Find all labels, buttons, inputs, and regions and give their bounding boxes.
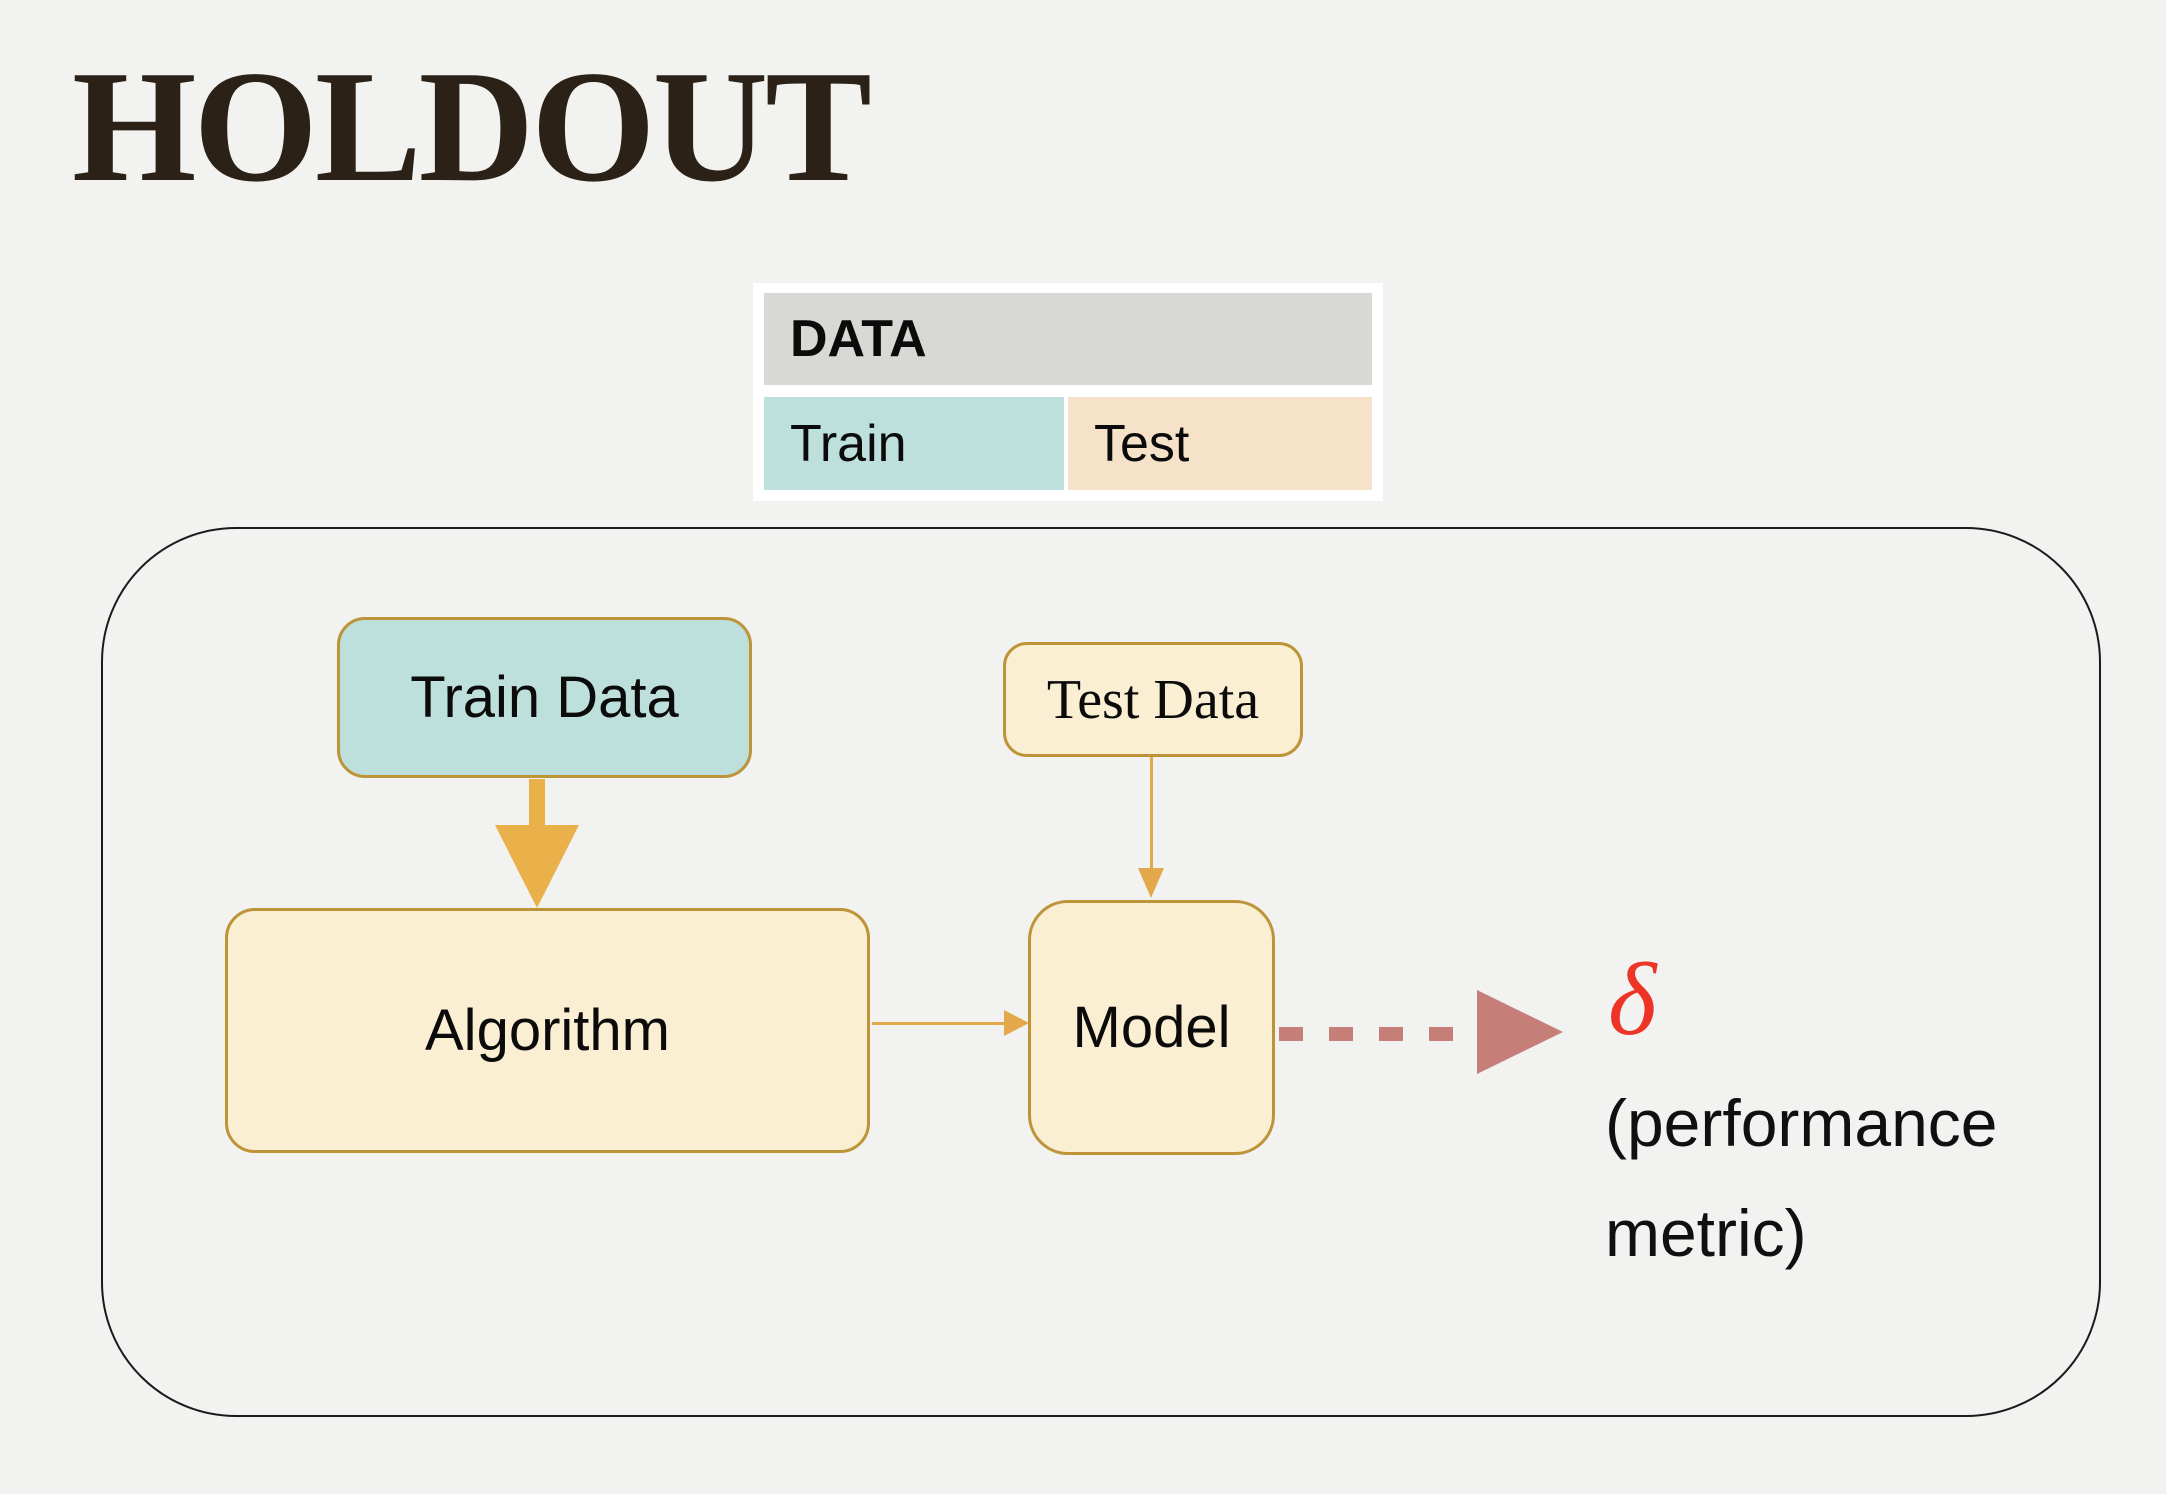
page-title: HOLDOUT	[72, 37, 872, 215]
train-to-algorithm-arrow-icon	[495, 825, 579, 908]
performance-metric-caption: (performance metric)	[1605, 1086, 1998, 1270]
data-table-header: DATA	[764, 293, 1372, 385]
model-node: Model	[1028, 900, 1275, 1155]
data-split-table: DATA Train Test	[753, 283, 1383, 501]
algorithm-to-model-arrow-icon	[1004, 1010, 1029, 1036]
data-table-row: Train Test	[764, 397, 1372, 490]
process-container	[101, 527, 2101, 1417]
algorithm-to-model-arrow-shaft	[872, 1022, 1010, 1025]
train-data-node: Train Data	[337, 617, 752, 778]
delta-symbol: δ	[1608, 942, 1657, 1057]
test-to-model-arrow-shaft	[1150, 757, 1153, 870]
test-cell: Test	[1068, 397, 1372, 490]
train-cell: Train	[764, 397, 1064, 490]
algorithm-node: Algorithm	[225, 908, 870, 1153]
test-data-node: Test Data	[1003, 642, 1303, 757]
test-to-model-arrow-icon	[1138, 868, 1164, 898]
model-output-dashed-arrow-shaft	[1279, 1027, 1477, 1041]
model-output-dashed-arrow-icon	[1477, 990, 1563, 1074]
train-to-algorithm-arrow-shaft	[529, 779, 545, 826]
